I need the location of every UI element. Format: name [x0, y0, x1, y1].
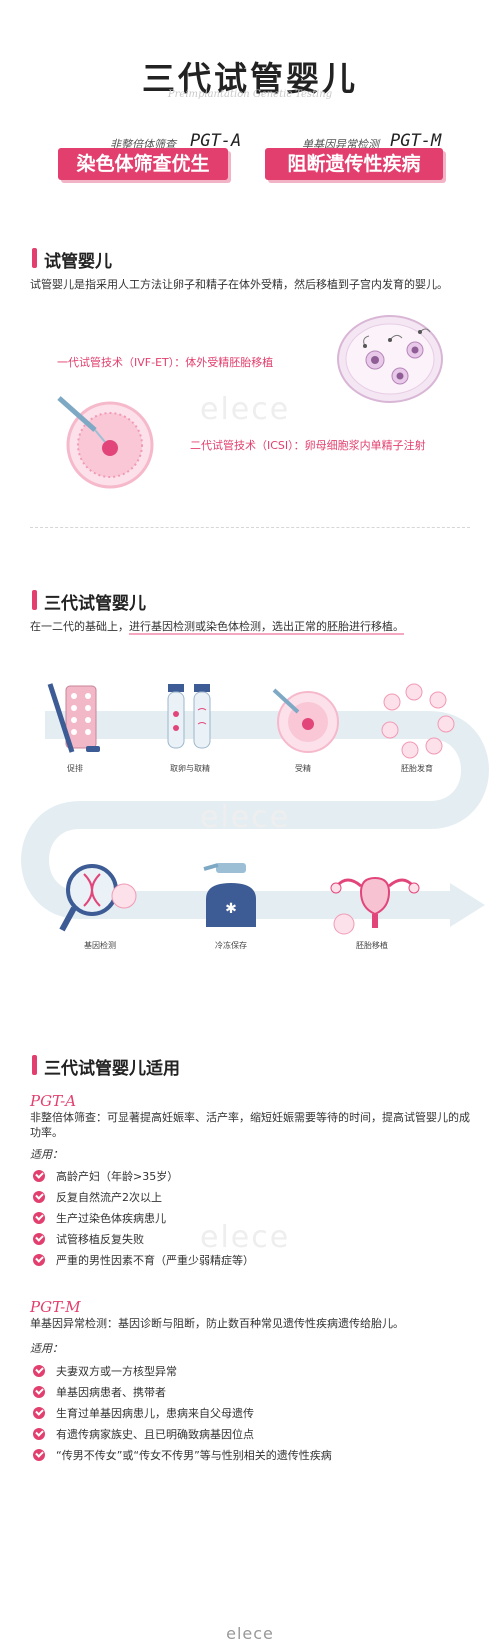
check-icon: [33, 1233, 45, 1245]
pgtm-item: “传男不传女”或“传女不传男”等与性别相关的遗传性疾病: [56, 1449, 332, 1462]
pgta-item: 严重的男性因素不育（严重少弱精症等）: [56, 1254, 254, 1267]
petri-dish-icon: [337, 315, 443, 403]
pgta-desc: 非整倍体筛查：可显著提高妊娠率、活产率，缩短妊娠需要等待的时间，提高试管婴儿的成…: [30, 1111, 470, 1139]
pgta-code: PGT-A: [30, 1092, 77, 1110]
magnifier-dna-icon: [59, 864, 137, 932]
step-label: 胚胎移植: [356, 941, 388, 950]
check-icon: [33, 1428, 45, 1440]
section1-desc: 试管婴儿是指采用人工方法让卵子和精子在体外受精，然后移植到子宫内发育的婴儿。: [30, 278, 448, 291]
section2-desc-prefix: 在一二代的基础上，: [30, 620, 129, 633]
embryo-development-icon: [381, 683, 455, 759]
section1-heading: 试管婴儿: [44, 252, 112, 272]
step-label: 胚胎发育: [401, 764, 433, 773]
check-icon: [33, 1170, 45, 1182]
page-subtitle: Preimplantation Genetic Testing: [167, 89, 333, 100]
check-icon: [33, 1365, 45, 1377]
section2-desc: 在一二代的基础上，进行基因检测或染色体检测，选出正常的胚胎进行移植。: [30, 619, 470, 635]
step-label: 促排: [67, 764, 83, 773]
section3-heading: 三代试管婴儿适用: [44, 1059, 180, 1079]
pgta-item: 反复自然流产2次以上: [56, 1191, 162, 1204]
divider: [30, 527, 470, 528]
pgtm-item: 有遗传病家族史、且已明确致病基因位点: [56, 1428, 254, 1441]
svg-text:✱: ✱: [225, 901, 237, 917]
freezer-tank-icon: ✱: [203, 863, 256, 927]
pgta-suit-label: 适用：: [30, 1148, 63, 1161]
tag-pgta-small: 非整倍体筛查: [110, 138, 176, 151]
icsi-egg-icon: [57, 396, 154, 489]
tag-pgtm-code: PGT-M: [390, 131, 442, 151]
step-label: 基因检测: [84, 941, 116, 950]
gen2-label: 二代试管技术（ICSI）：卵母细胞浆内单精子注射: [190, 439, 426, 452]
pgtm-item: 夫妻双方或一方核型异常: [56, 1365, 177, 1378]
uterus-icon: [330, 876, 420, 935]
section-marker: [32, 1055, 37, 1075]
step-label: 冷冻保存: [215, 941, 247, 950]
pgtm-item: 生育过单基因病患儿，患病来自父母遗传: [56, 1407, 254, 1420]
pgta-item: 生产过染色体疾病患儿: [56, 1212, 166, 1225]
check-icon: [33, 1191, 45, 1203]
pgtm-desc: 单基因异常检测：基因诊断与阻断，防止数百种常见遗传性疾病遗传给胎儿。: [30, 1317, 404, 1330]
section2-desc-highlight: 进行基因检测或染色体检测，选出正常的胚胎进行移植。: [129, 620, 404, 635]
fertilized-egg-icon: [272, 688, 339, 753]
check-icon: [33, 1386, 45, 1398]
pgtm-suit-label: 适用：: [30, 1342, 63, 1355]
tag-pgtm-label: 阻断遗传性疾病: [265, 148, 443, 180]
check-icon: [33, 1254, 45, 1266]
syringe-icon: [47, 683, 100, 753]
footer-brand: elece: [226, 1624, 274, 1643]
tag-pgta-code: PGT-A: [190, 131, 242, 151]
page-title: 三代试管婴儿: [142, 59, 358, 98]
pgtm-item: 单基因病患者、携带者: [56, 1386, 166, 1399]
watermark: elece: [200, 800, 291, 835]
step-label: 取卵与取精: [170, 764, 210, 773]
section-marker: [32, 590, 37, 610]
section2-heading: 三代试管婴儿: [44, 594, 146, 614]
check-icon: [33, 1212, 45, 1224]
pgta-item: 高龄产妇（年龄>35岁）: [56, 1170, 179, 1183]
section-marker: [32, 248, 37, 268]
pgtm-code: PGT-M: [30, 1298, 81, 1316]
step-label: 受精: [295, 764, 311, 773]
watermark: elece: [200, 1220, 291, 1255]
gen1-label: 一代试管技术（IVF-ET）：体外受精胚胎移植: [57, 356, 274, 369]
test-tubes-icon: [167, 684, 211, 749]
watermark: elece: [200, 392, 291, 427]
tag-pgta-label: 染色体筛查优生: [58, 148, 228, 180]
process-flow-ribbon: [21, 711, 489, 927]
check-icon: [33, 1407, 45, 1419]
tag-pgtm-small: 单基因异常检测: [302, 138, 379, 151]
pgta-item: 试管移植反复失败: [56, 1233, 144, 1246]
check-icon: [33, 1449, 45, 1461]
